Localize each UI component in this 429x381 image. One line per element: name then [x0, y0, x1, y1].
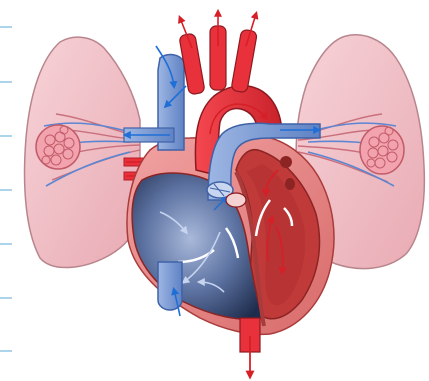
inferior-vena-cava — [158, 262, 182, 316]
left-lung-alveoli — [36, 125, 80, 169]
right-lung-alveoli — [360, 126, 404, 174]
aortic-valve — [226, 193, 246, 207]
left-lung — [25, 37, 140, 267]
leader-lines — [0, 27, 12, 351]
descending-aorta — [240, 318, 260, 376]
